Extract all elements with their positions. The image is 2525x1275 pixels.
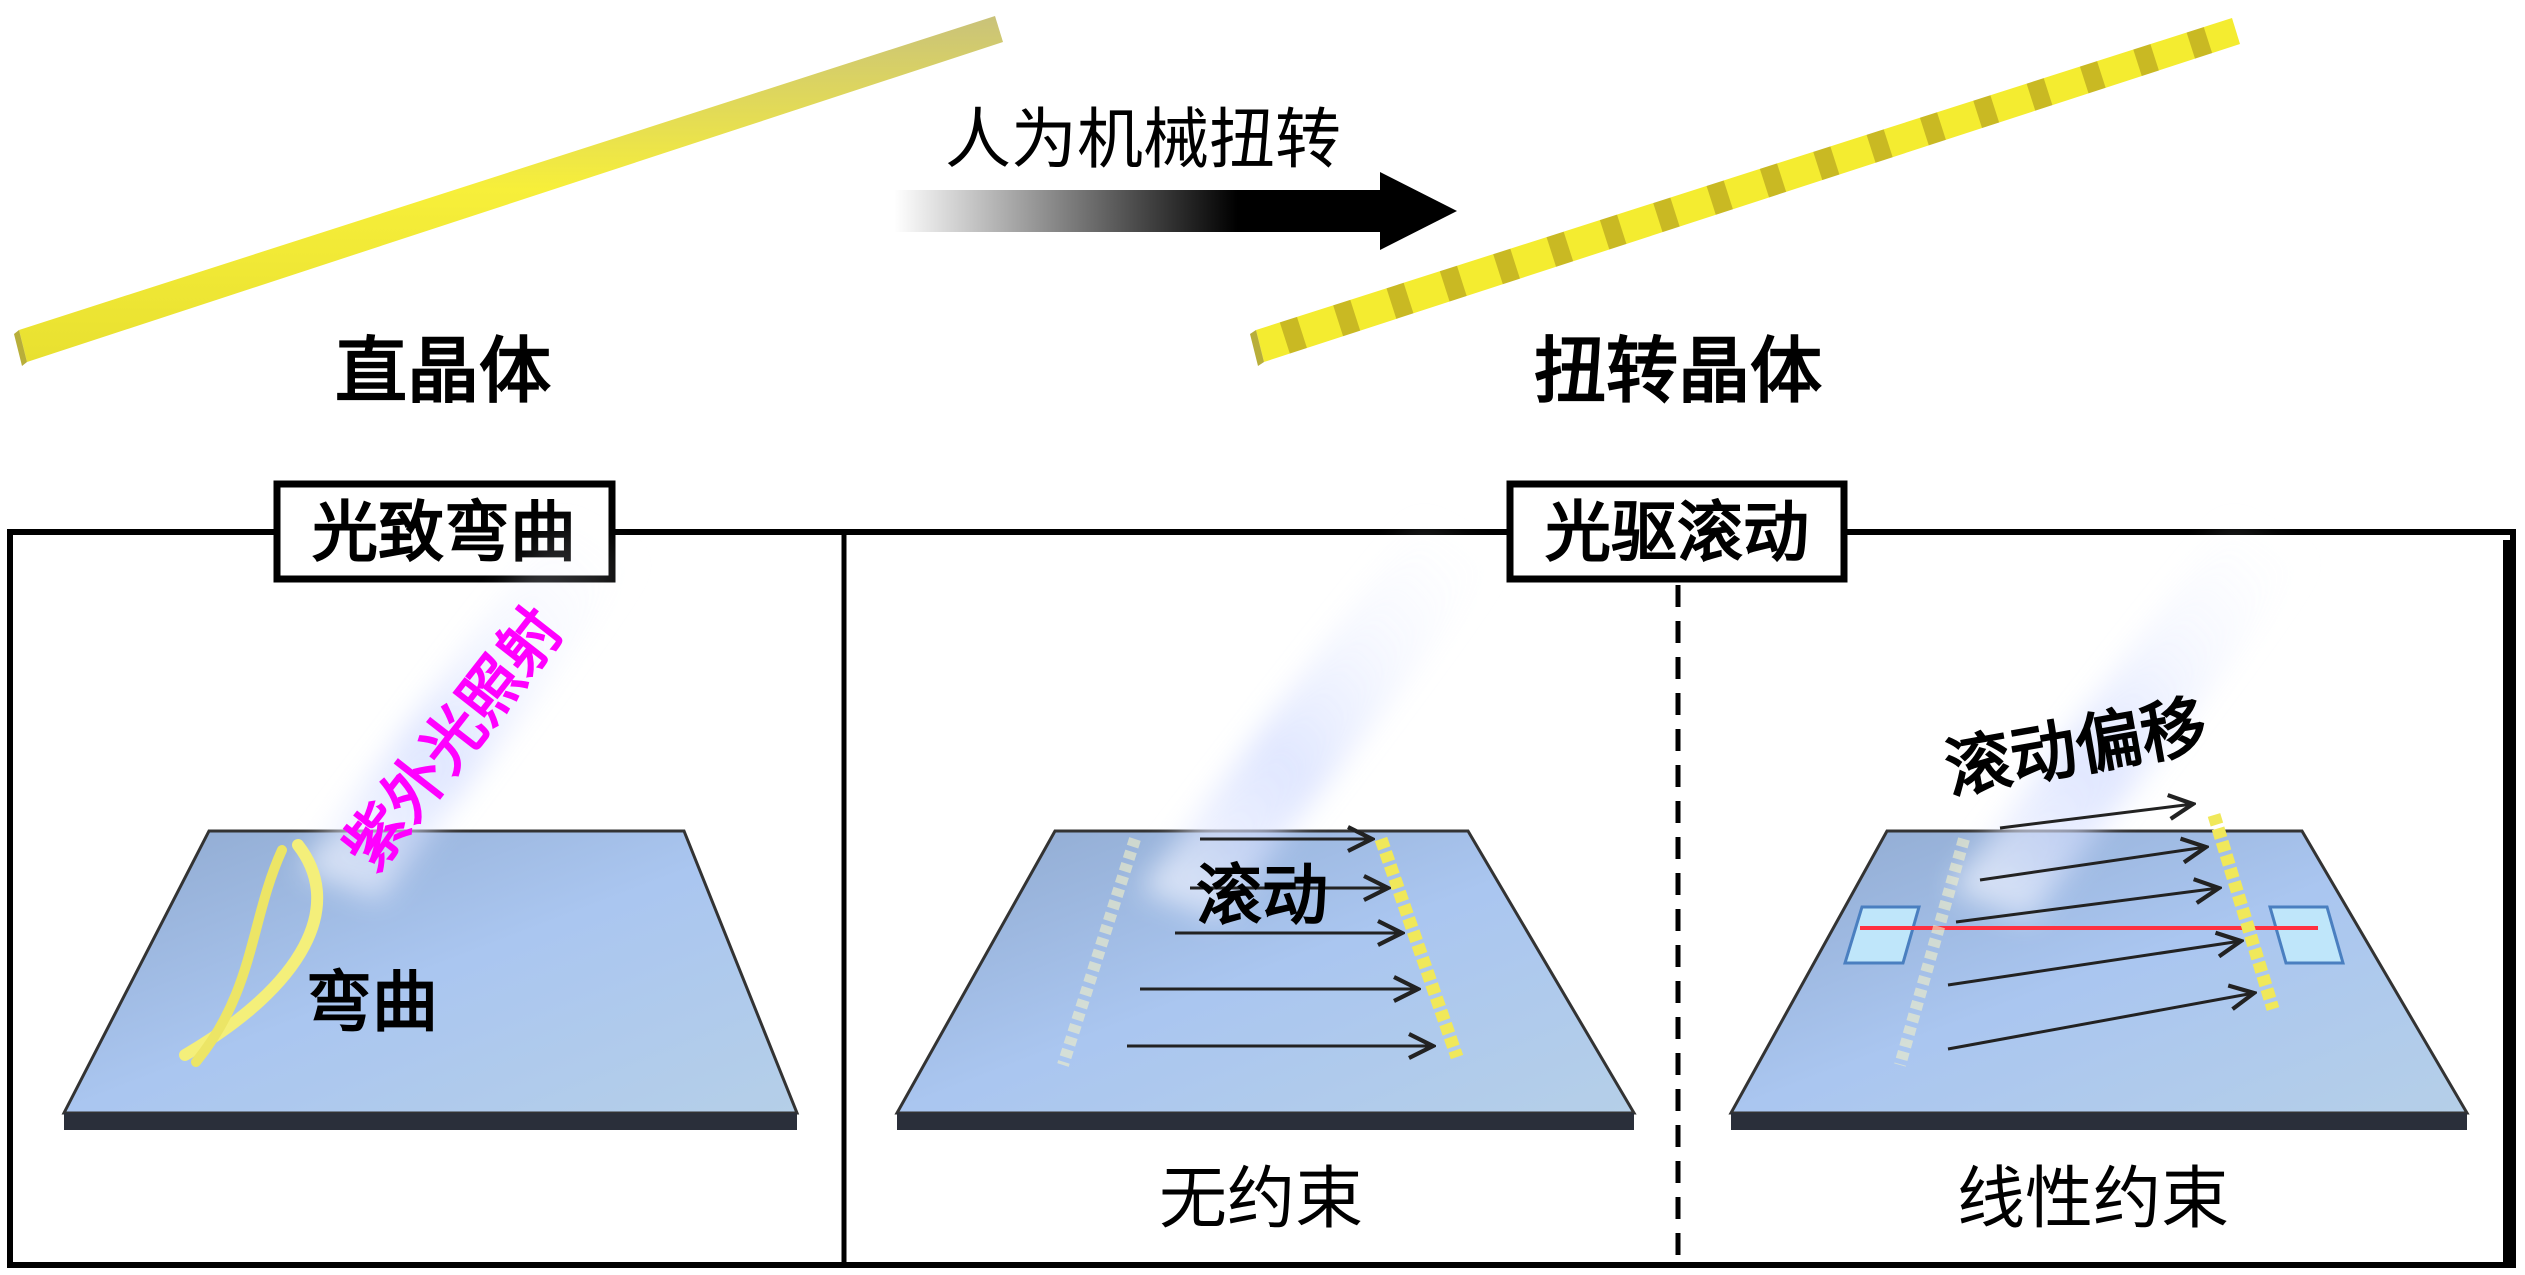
- offset-arrow: [1947, 993, 2254, 1051]
- offset-arrow: [1999, 804, 2193, 830]
- unconstrained-label: 无约束: [1159, 1160, 1363, 1239]
- bend-label: 弯曲: [306, 964, 438, 1041]
- bending-panel: [61, 520, 800, 1130]
- photo-rolling-title: 光驱滚动: [1506, 480, 1848, 583]
- rolling-label: 滚动: [1196, 857, 1328, 934]
- straight-crystal: [14, 16, 1003, 366]
- offset-arrow: [1979, 847, 2206, 882]
- linear-constraint-label: 线性约束: [1957, 1160, 2229, 1239]
- process-arrow-icon: [894, 172, 1457, 250]
- unconstrained-rolling-panel: [894, 520, 1637, 1130]
- twisted-crystal: [1250, 18, 2240, 366]
- svg-text:光驱滚动: 光驱滚动: [1545, 494, 1809, 571]
- right-pad: [2268, 905, 2345, 965]
- panel-frame: [7, 529, 2516, 1268]
- left-pad: [1842, 905, 1921, 965]
- offset-arrow: [1955, 888, 2219, 924]
- straight-crystal-label: 直晶体: [335, 329, 551, 413]
- linear-constraint-panel: [1728, 520, 2470, 1130]
- rolling-arrows: [1127, 839, 1433, 1046]
- offset-arrow: [1947, 941, 2241, 987]
- process-label: 人为机械扭转: [945, 101, 1341, 178]
- twisted-crystal-label: 扭转晶体: [1534, 329, 1822, 413]
- offset-arrows: [1947, 804, 2254, 1051]
